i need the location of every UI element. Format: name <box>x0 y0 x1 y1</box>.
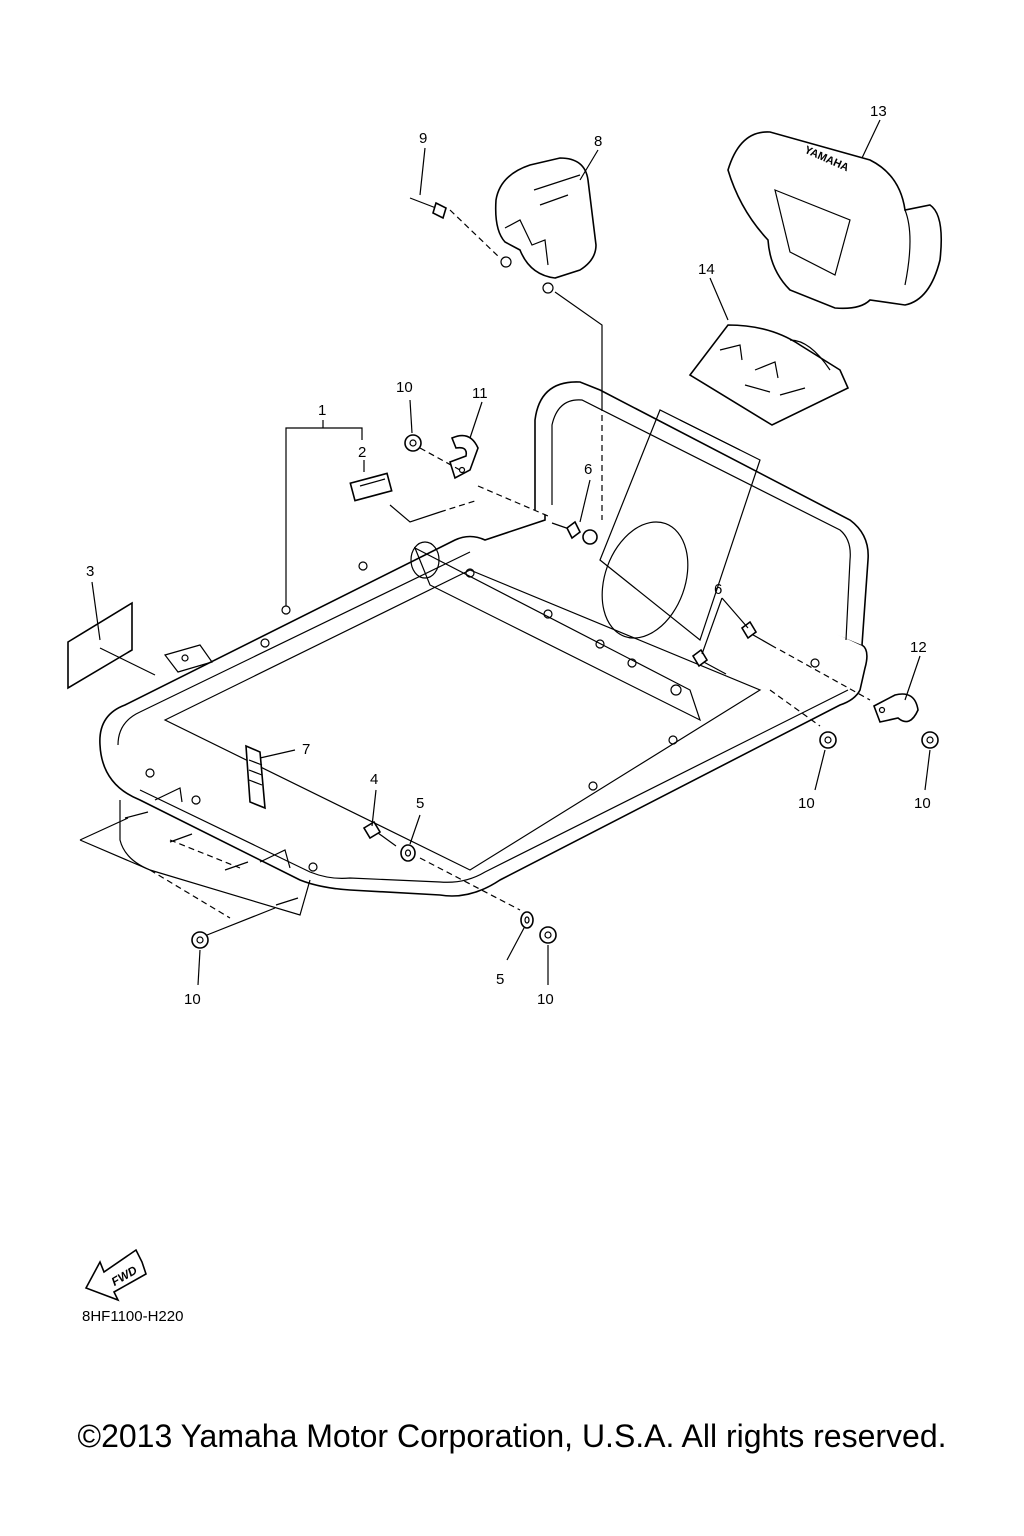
part-code: 8HF1100-H220 <box>82 1308 184 1325</box>
forward-arrow-icon: FWD <box>84 1248 147 1302</box>
callout-5b: 5 <box>496 971 504 988</box>
leader-lines <box>91 119 931 986</box>
rivet-part <box>409 197 447 220</box>
callout-8: 8 <box>594 133 602 150</box>
callout-6b: 6 <box>714 581 722 598</box>
clamp-part-12 <box>873 693 919 723</box>
callout-1: 1 <box>318 402 326 419</box>
main-frame <box>99 381 869 916</box>
callout-numbers: 1 2 3 4 5 5 6 6 7 8 9 10 10 10 10 10 11 … <box>86 103 931 1008</box>
clip-part <box>245 744 266 810</box>
callout-10c: 10 <box>914 795 931 812</box>
callout-5a: 5 <box>416 795 424 812</box>
copyright-notice: ©2013 Yamaha Motor Corporation, U.S.A. A… <box>77 1418 947 1454</box>
callout-13: 13 <box>870 103 887 120</box>
clamp-part-11 <box>449 434 479 480</box>
handlebar-cover-part: YAMAHA <box>727 131 943 310</box>
callout-12: 12 <box>910 639 927 656</box>
callout-10b: 10 <box>798 795 815 812</box>
seat-cover-part <box>494 157 597 294</box>
grommet-part <box>349 472 393 502</box>
mat-part <box>688 324 850 426</box>
assembly-lines <box>79 209 871 936</box>
callout-11: 11 <box>472 385 488 402</box>
callout-6a: 6 <box>584 461 592 478</box>
callout-9: 9 <box>419 130 427 147</box>
callout-3: 3 <box>86 563 94 580</box>
callout-4: 4 <box>370 771 378 788</box>
label-part <box>67 601 133 690</box>
washer-parts <box>400 844 534 929</box>
callout-7: 7 <box>302 741 310 758</box>
callout-10d: 10 <box>184 991 201 1008</box>
callout-14: 14 <box>698 261 715 278</box>
bolt-part-4 <box>362 820 397 847</box>
callout-10a: 10 <box>396 379 413 396</box>
nut-parts-10 <box>191 434 939 949</box>
callout-2: 2 <box>358 444 366 461</box>
callout-10e: 10 <box>537 991 554 1008</box>
